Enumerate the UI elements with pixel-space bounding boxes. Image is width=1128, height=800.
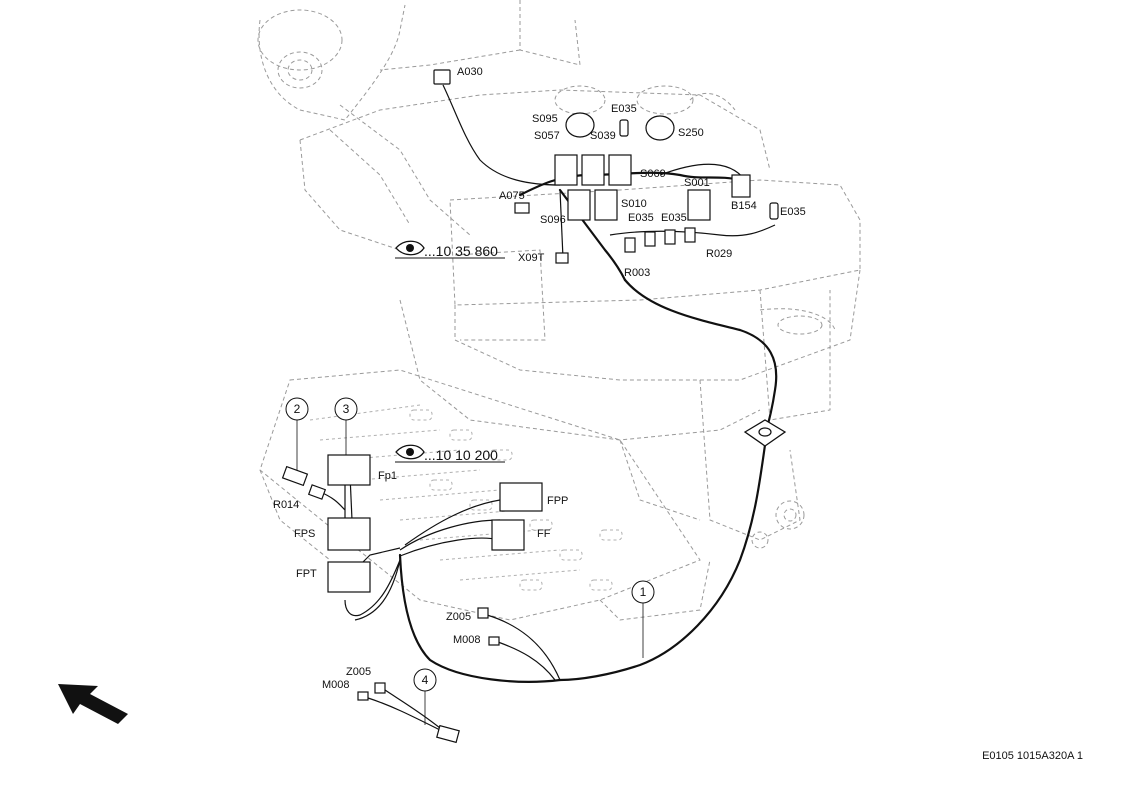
reference-1: ...10 35 860 bbox=[395, 240, 505, 259]
label-s057: S057 bbox=[534, 130, 560, 142]
callout-1: 1 bbox=[631, 580, 655, 658]
switch-s001 bbox=[687, 189, 711, 221]
grommet bbox=[743, 419, 787, 447]
connector-m008-b bbox=[357, 691, 369, 701]
reference-text-1: ...10 35 860 bbox=[424, 243, 498, 259]
label-fpp: FPP bbox=[547, 495, 568, 507]
resistor-r014 bbox=[281, 465, 309, 487]
label-z005-a: Z005 bbox=[446, 611, 471, 623]
label-r029: R029 bbox=[706, 248, 732, 260]
switch-s057 bbox=[554, 154, 578, 186]
connector-x09t bbox=[555, 252, 569, 264]
component-labels: A030 S095 E035 S057 S039 S250 S069 S001 … bbox=[273, 66, 806, 691]
svg-text:2: 2 bbox=[294, 402, 301, 416]
label-fps: FPS bbox=[294, 528, 315, 540]
label-a030: A030 bbox=[457, 66, 483, 78]
label-z005-b: Z005 bbox=[346, 666, 371, 678]
connector-detail4-end bbox=[436, 724, 460, 744]
label-ff: FF bbox=[537, 528, 551, 540]
fuse-box-fp1 bbox=[327, 454, 371, 486]
switch-s010 bbox=[594, 189, 618, 221]
connector-m008-a bbox=[488, 636, 500, 646]
label-x09t: X09T bbox=[518, 252, 545, 264]
sensor-b154 bbox=[731, 174, 751, 198]
connector-r014-plug bbox=[307, 484, 327, 500]
label-e035-a: E035 bbox=[628, 212, 654, 224]
label-m008-b: M008 bbox=[322, 679, 350, 691]
connectors bbox=[281, 69, 779, 744]
svg-text:4: 4 bbox=[422, 673, 429, 687]
label-fp1: Fp1 bbox=[378, 470, 397, 482]
label-s039: S039 bbox=[590, 130, 616, 142]
switch-s069 bbox=[608, 154, 632, 186]
label-s069: S069 bbox=[640, 168, 666, 180]
label-s096: S096 bbox=[540, 214, 566, 226]
connector-e035-right bbox=[769, 202, 779, 220]
switch-s039 bbox=[581, 154, 605, 186]
connector-z005-a bbox=[477, 607, 489, 619]
fuse-box-fpp bbox=[499, 482, 543, 512]
svg-text:1: 1 bbox=[640, 585, 647, 599]
label-e035-b: E035 bbox=[661, 212, 687, 224]
callout-4: 4 bbox=[413, 668, 437, 725]
switch-s250 bbox=[645, 115, 675, 141]
label-r003: R003 bbox=[624, 267, 650, 279]
fuse-box-fps bbox=[327, 517, 371, 551]
label-s250: S250 bbox=[678, 127, 704, 139]
connector-e035-a bbox=[644, 231, 656, 247]
label-a075: A075 bbox=[499, 190, 525, 202]
harness-main-runs bbox=[319, 84, 778, 683]
label-s095: S095 bbox=[532, 113, 558, 125]
drawing-id: E0105 1015A320A 1 bbox=[982, 750, 1083, 762]
connector-a030 bbox=[433, 69, 451, 85]
label-fpt: FPT bbox=[296, 568, 317, 580]
connector-r029-1 bbox=[624, 237, 636, 253]
orientation-arrow-icon bbox=[58, 684, 128, 724]
reference-text-2: ...10 10 200 bbox=[424, 447, 498, 463]
svg-text:3: 3 bbox=[343, 402, 350, 416]
label-s001: S001 bbox=[684, 177, 710, 189]
connector-e035-b bbox=[664, 229, 676, 245]
label-r014: R014 bbox=[273, 499, 299, 511]
connector-z005-b bbox=[374, 682, 386, 694]
connector-a075 bbox=[514, 202, 530, 214]
label-e035-top: E035 bbox=[611, 103, 637, 115]
callout-3: 3 bbox=[334, 397, 358, 455]
switch-s096 bbox=[567, 189, 591, 221]
label-e035-right: E035 bbox=[780, 206, 806, 218]
label-s010: S010 bbox=[621, 198, 647, 210]
label-b154: B154 bbox=[731, 200, 757, 212]
switch-s095 bbox=[565, 112, 595, 138]
reference-2: ...10 10 200 bbox=[395, 444, 505, 463]
connector-r029-2 bbox=[684, 227, 696, 243]
label-m008-a: M008 bbox=[453, 634, 481, 646]
connector-e035-top bbox=[619, 119, 629, 137]
cab-outline-ghost bbox=[257, 0, 861, 621]
callout-2: 2 bbox=[285, 397, 309, 470]
fuse-box-ff bbox=[491, 519, 525, 551]
fuse-box-fpt bbox=[327, 561, 371, 593]
